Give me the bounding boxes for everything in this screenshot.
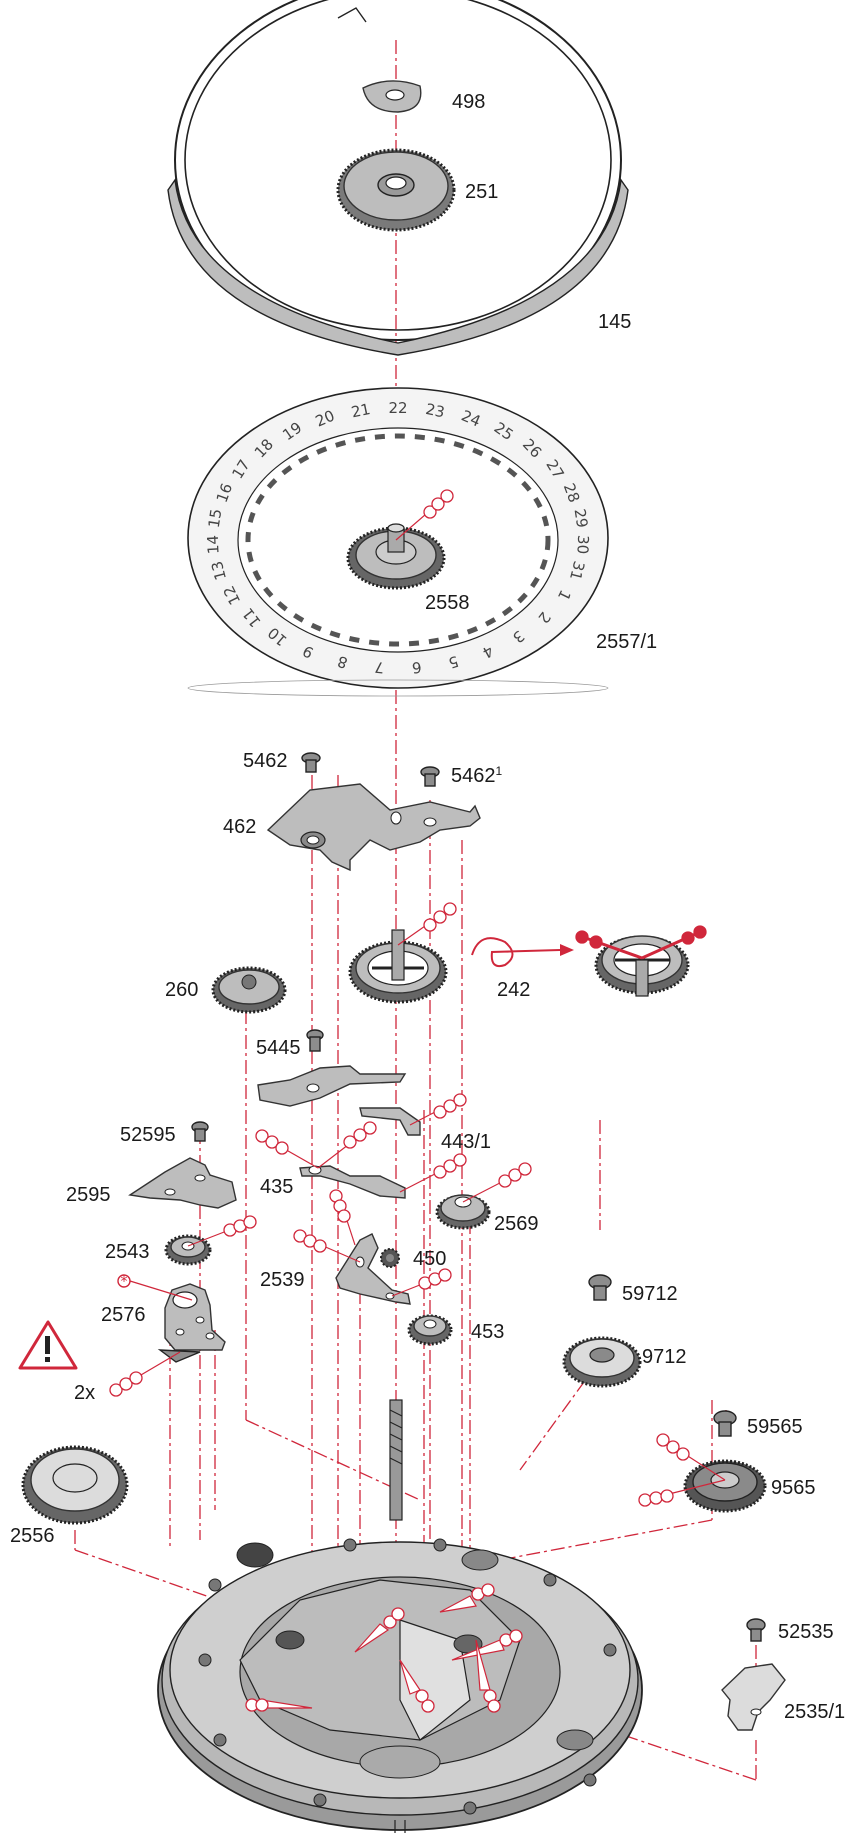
label-443-1: 443/1 [441,1131,491,1153]
label-59565: 59565 [747,1416,803,1438]
date-numeral: 14 [204,535,223,555]
oil-markers-plate [245,1583,523,1713]
label-2x: 2x [74,1382,95,1404]
label-2595: 2595 [66,1184,111,1206]
label-5462: 5462 [243,750,288,772]
label-9565: 9565 [771,1477,816,1499]
rotation-arrow-icon [471,937,574,968]
label-251: 251 [465,181,498,203]
bridge-462 [266,783,481,872]
star-450 [380,1248,400,1268]
oil-markers-443-1 [409,1093,467,1126]
lever-2576 [157,1283,226,1363]
wheel-260 [211,966,287,1014]
spring-443-1 [359,1107,421,1136]
bridge-2595 [128,1157,237,1209]
screw-5462 [301,752,321,773]
lever-5445-assembly [257,1065,407,1107]
lever-2539 [335,1233,411,1305]
warning-triangle-icon [18,1320,78,1370]
wheel-453 [407,1314,453,1346]
screw-52595 [191,1121,209,1142]
oil-markers-2558 [395,489,454,541]
date-numeral: 28 [560,481,584,505]
date-numeral: 30 [573,535,592,555]
date-numeral: 22 [388,399,407,417]
date-numeral: 29 [571,508,592,530]
part-labels: 498 251 145 2558 2557/1 5462 54621 462 2… [10,91,845,1723]
oil-markers-242 [397,902,457,946]
date-numeral: 13 [208,559,230,582]
label-450: 450 [413,1248,446,1270]
svg-text:*: * [121,1274,128,1290]
screw-52535 [746,1618,766,1642]
label-2539: 2539 [260,1269,305,1291]
winding-stem [389,1399,403,1521]
wheel-242 [348,929,448,1004]
wheel-2558 [346,523,446,590]
label-52595: 52595 [120,1124,176,1146]
label-5445: 5445 [256,1037,301,1059]
label-145: 145 [598,311,631,333]
label-2535-1: 2535/1 [784,1701,845,1723]
wheel-9565 [638,1433,767,1513]
label-242: 242 [497,979,530,1001]
date-numeral: 15 [205,508,226,530]
main-plate [157,1538,643,1833]
screw-59565 [713,1410,737,1437]
label-59712: 59712 [622,1283,678,1305]
label-2557-1: 2557/1 [596,631,657,653]
label-2576: 2576 [101,1304,146,1326]
oil-markers-2539 [293,1189,452,1297]
label-435: 435 [260,1176,293,1198]
date-numeral: 7 [374,658,385,677]
date-numeral: 31 [566,559,588,582]
date-numeral: 16 [213,481,237,505]
date-numeral: 23 [424,400,446,421]
part-2535-1 [721,1663,786,1731]
gear-251 [336,148,456,232]
wheel-9712 [562,1336,642,1388]
label-260: 260 [165,979,198,1001]
oil-markers-435 [255,1121,467,1193]
lever-435 [299,1165,406,1199]
oil-markers-2x [109,1351,181,1397]
wheel-2569 [435,1162,532,1230]
date-numeral: 21 [350,400,372,421]
label-2556: 2556 [10,1525,55,1547]
washer-498 [362,80,422,113]
label-52535: 52535 [778,1621,834,1643]
label-5462-1: 54621 [451,764,503,787]
label-9712: 9712 [642,1346,687,1368]
label-498: 498 [452,91,485,113]
date-numeral: 6 [411,658,422,677]
ring-145 [167,0,629,356]
wheel-2543 [164,1215,257,1266]
screw-5462-1 [420,766,440,787]
label-462: 462 [223,816,256,838]
wheel-2556 [21,1445,129,1525]
label-2569: 2569 [494,1213,539,1235]
label-2558: 2558 [425,592,470,614]
screw-59712 [588,1274,612,1301]
label-2543: 2543 [105,1241,150,1263]
screw-5445 [306,1029,324,1052]
asterisk-lube-icon: * [117,1274,193,1301]
center-lines [74,40,757,1781]
label-453: 453 [471,1321,504,1343]
wheel-242-flipped [575,925,707,997]
